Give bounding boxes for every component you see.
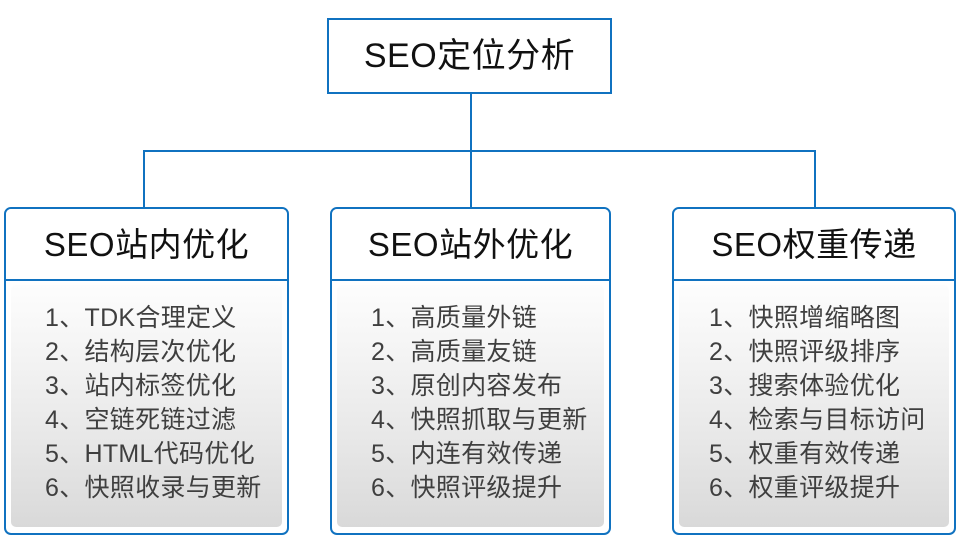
branch-node-1[interactable]: SEO站内优化 1、TDK合理定义 2、结构层次优化 3、站内标签优化 4、空链… [4,207,289,535]
list-item: 3、站内标签优化 [45,372,237,400]
connector-horizontal-bus [143,150,816,152]
branch-node-3[interactable]: SEO权重传递 1、快照增缩略图 2、快照评级排序 3、搜索体验优化 4、检索与… [672,207,956,535]
branch-3-panel: 1、快照增缩略图 2、快照评级排序 3、搜索体验优化 4、检索与目标访问 5、权… [679,285,949,527]
connector-drop-branch-1 [143,150,145,208]
branch-3-title: SEO权重传递 [711,225,917,263]
list-item: 1、TDK合理定义 [45,304,237,332]
list-item: 1、快照增缩略图 [709,304,901,332]
list-item: 6、快照评级提升 [371,474,563,502]
list-item: 5、HTML代码优化 [45,440,255,468]
list-item: 5、内连有效传递 [371,440,563,468]
branch-3-item-list: 1、快照增缩略图 2、快照评级排序 3、搜索体验优化 4、检索与目标访问 5、权… [679,301,949,505]
list-item: 4、检索与目标访问 [709,406,926,434]
branch-node-2[interactable]: SEO站外优化 1、高质量外链 2、高质量友链 3、原创内容发布 4、快照抓取与… [330,207,611,535]
connector-root-stem [470,93,472,152]
root-node-title: SEO定位分析 [363,37,576,75]
list-item: 4、快照抓取与更新 [371,406,588,434]
list-item: 3、搜索体验优化 [709,372,901,400]
branch-2-header[interactable]: SEO站外优化 [332,209,609,281]
list-item: 1、高质量外链 [371,304,538,332]
list-item: 6、权重评级提升 [709,474,901,502]
list-item: 6、快照收录与更新 [45,474,262,502]
branch-3-header[interactable]: SEO权重传递 [674,209,954,281]
branch-2-panel: 1、高质量外链 2、高质量友链 3、原创内容发布 4、快照抓取与更新 5、内连有… [337,285,604,527]
list-item: 2、快照评级排序 [709,338,901,366]
list-item: 3、原创内容发布 [371,372,563,400]
branch-1-panel: 1、TDK合理定义 2、结构层次优化 3、站内标签优化 4、空链死链过滤 5、H… [11,285,282,527]
branch-1-body: 1、TDK合理定义 2、结构层次优化 3、站内标签优化 4、空链死链过滤 5、H… [6,281,287,533]
list-item: 2、结构层次优化 [45,338,237,366]
branch-2-item-list: 1、高质量外链 2、高质量友链 3、原创内容发布 4、快照抓取与更新 5、内连有… [337,301,604,505]
branch-1-title: SEO站内优化 [43,225,250,263]
list-item: 2、高质量友链 [371,338,538,366]
connector-drop-branch-2 [470,150,472,208]
connector-drop-branch-3 [814,150,816,208]
branch-1-item-list: 1、TDK合理定义 2、结构层次优化 3、站内标签优化 4、空链死链过滤 5、H… [11,301,282,505]
root-node[interactable]: SEO定位分析 [327,18,612,94]
list-item: 4、空链死链过滤 [45,406,237,434]
branch-3-body: 1、快照增缩略图 2、快照评级排序 3、搜索体验优化 4、检索与目标访问 5、权… [674,281,954,533]
branch-2-title: SEO站外优化 [367,225,574,263]
list-item: 5、权重有效传递 [709,440,901,468]
branch-1-header[interactable]: SEO站内优化 [6,209,287,281]
branch-2-body: 1、高质量外链 2、高质量友链 3、原创内容发布 4、快照抓取与更新 5、内连有… [332,281,609,533]
